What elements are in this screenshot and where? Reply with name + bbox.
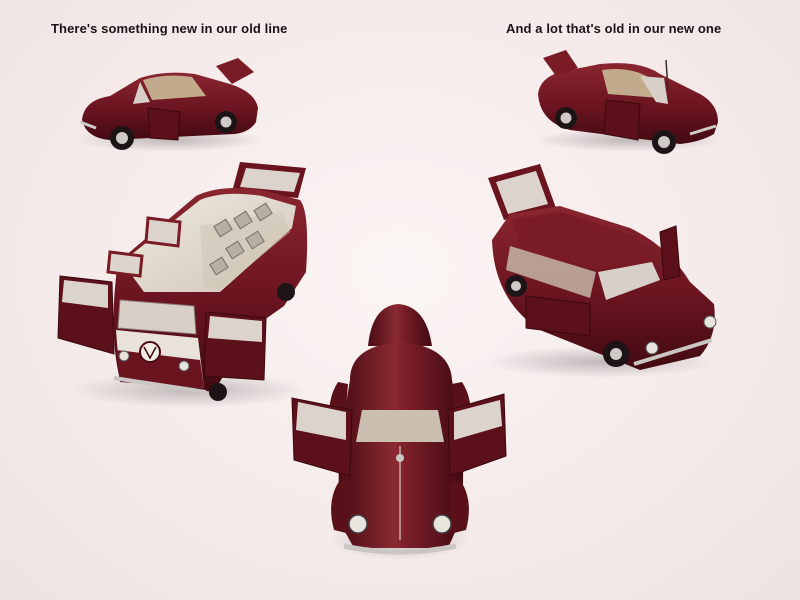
karmann-ghia-coupe-icon — [75, 58, 265, 152]
headline-left: There's something new in our old line — [51, 21, 288, 36]
squareback-wagon-icon — [485, 164, 717, 378]
beetle-icon — [291, 304, 507, 560]
microbus-icon — [57, 162, 310, 408]
fastback-sedan-icon — [533, 50, 723, 154]
headline-right: And a lot that's old in our new one — [506, 21, 722, 36]
